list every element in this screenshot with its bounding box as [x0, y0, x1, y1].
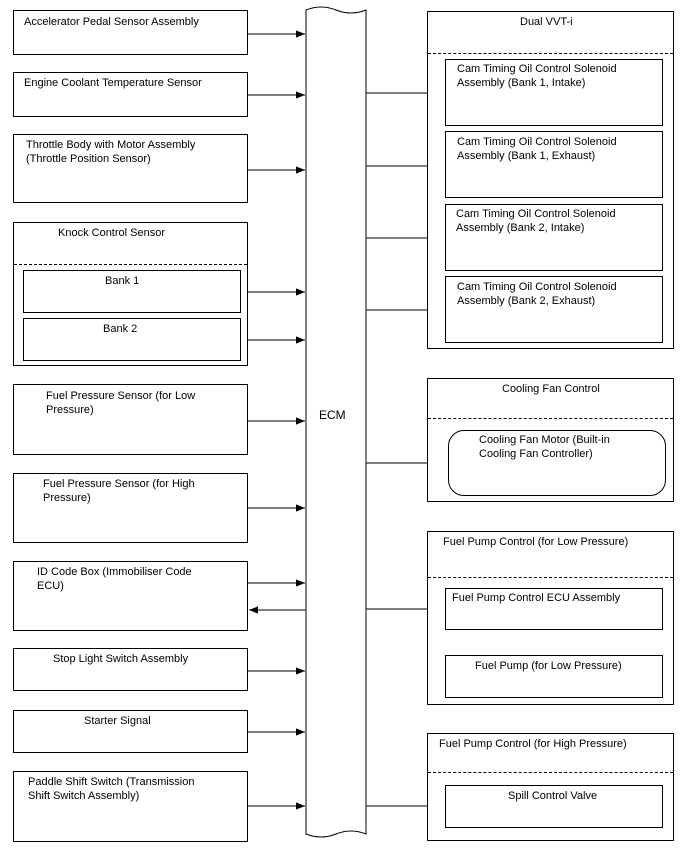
- accelerator-pedal-sensor-label: Accelerator Pedal Sensor Assembly: [24, 16, 199, 28]
- knock-bank1-box: Bank 1: [23, 270, 241, 313]
- stop-light-switch-label: Stop Light Switch Assembly: [53, 653, 189, 665]
- vvt-divider: [428, 53, 673, 54]
- throttle-body-label: Throttle Body with Motor Assembly (Throt…: [26, 139, 196, 165]
- fuel-pump-control-ecu-label: Fuel Pump Control ECU Assembly: [452, 592, 621, 604]
- paddle-shift-switch-box: Paddle Shift Switch (Transmission Shift …: [13, 771, 248, 842]
- fuel-pressure-low-sensor-box: Fuel Pressure Sensor (for Low Pressure): [13, 384, 248, 455]
- dual-vvt-i-title: Dual VVT-i: [520, 16, 573, 28]
- cam-timing-bank2-exhaust-label: Cam Timing Oil Control Solenoid Assembly…: [457, 281, 617, 307]
- throttle-body-box: Throttle Body with Motor Assembly (Throt…: [13, 134, 248, 203]
- knock-divider: [14, 264, 247, 265]
- spill-control-valve-label: Spill Control Valve: [508, 790, 598, 802]
- cam-timing-bank1-exhaust-label: Cam Timing Oil Control Solenoid Assembly…: [457, 136, 617, 162]
- cam-timing-bank1-intake-box: Cam Timing Oil Control Solenoid Assembly…: [445, 59, 663, 126]
- id-code-box-label: ID Code Box (Immobiliser Code ECU): [37, 566, 192, 592]
- fuel-pressure-high-sensor-label: Fuel Pressure Sensor (for High Pressure): [43, 478, 195, 504]
- starter-signal-box: Starter Signal: [13, 710, 248, 753]
- accelerator-pedal-sensor-box: Accelerator Pedal Sensor Assembly: [13, 10, 248, 55]
- fuel-pump-low-box: Fuel Pump (for Low Pressure): [445, 655, 663, 698]
- ecm-label: ECM: [319, 408, 346, 422]
- cooling-fan-motor-label: Cooling Fan Motor (Built-in Cooling Fan …: [479, 434, 610, 460]
- spill-control-valve-box: Spill Control Valve: [445, 785, 663, 828]
- cam-timing-bank1-exhaust-box: Cam Timing Oil Control Solenoid Assembly…: [445, 131, 663, 198]
- stop-light-switch-box: Stop Light Switch Assembly: [13, 648, 248, 691]
- cam-timing-bank2-intake-box: Cam Timing Oil Control Solenoid Assembly…: [445, 204, 663, 271]
- fuel-pump-high-divider: [428, 772, 673, 773]
- cam-timing-bank2-intake-label: Cam Timing Oil Control Solenoid Assembly…: [456, 208, 616, 234]
- fuel-pressure-high-sensor-box: Fuel Pressure Sensor (for High Pressure): [13, 473, 248, 543]
- id-code-box: ID Code Box (Immobiliser Code ECU): [13, 561, 248, 631]
- fuel-pump-control-low-title: Fuel Pump Control (for Low Pressure): [443, 536, 629, 548]
- knock-bank2-box: Bank 2: [23, 318, 241, 361]
- cam-timing-bank1-intake-label: Cam Timing Oil Control Solenoid Assembly…: [457, 63, 617, 89]
- fuel-pump-control-high-title: Fuel Pump Control (for High Pressure): [439, 738, 627, 750]
- cooling-divider: [428, 418, 673, 419]
- cooling-fan-motor-box: Cooling Fan Motor (Built-in Cooling Fan …: [448, 430, 666, 496]
- knock-bank1-label: Bank 1: [105, 275, 140, 287]
- paddle-shift-switch-label: Paddle Shift Switch (Transmission Shift …: [28, 776, 195, 802]
- ecm-bar: [305, 6, 367, 838]
- knock-control-sensor-title: Knock Control Sensor: [58, 227, 165, 239]
- starter-signal-label: Starter Signal: [84, 715, 151, 727]
- cam-timing-bank2-exhaust-box: Cam Timing Oil Control Solenoid Assembly…: [445, 276, 663, 343]
- fuel-pump-low-label: Fuel Pump (for Low Pressure): [475, 660, 622, 672]
- cooling-fan-control-title: Cooling Fan Control: [502, 383, 600, 395]
- coolant-temp-sensor-box: Engine Coolant Temperature Sensor: [13, 72, 248, 117]
- coolant-temp-sensor-label: Engine Coolant Temperature Sensor: [24, 77, 202, 89]
- fuel-pump-control-ecu-box: Fuel Pump Control ECU Assembly: [445, 588, 663, 630]
- fuel-pressure-low-sensor-label: Fuel Pressure Sensor (for Low Pressure): [46, 390, 196, 416]
- knock-bank2-label: Bank 2: [103, 323, 138, 335]
- fuel-pump-low-divider: [428, 577, 673, 578]
